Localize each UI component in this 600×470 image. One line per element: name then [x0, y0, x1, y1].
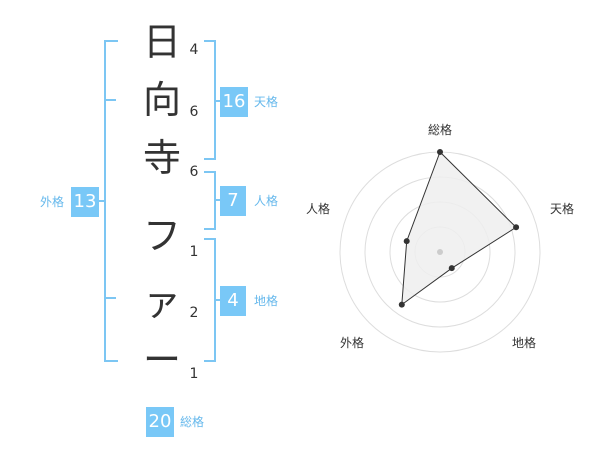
- stroke-count-2: 6: [189, 104, 199, 120]
- gaikaku-bracket-connector: [97, 200, 105, 202]
- gaikaku-bracket-tick-2: [104, 297, 116, 299]
- radar-label-tenkaku: 天格: [550, 201, 574, 216]
- jinkaku-label: 人格: [254, 194, 279, 208]
- gaikaku-bracket: [104, 40, 118, 362]
- radar-points: [398, 149, 520, 308]
- radar-point-2: [513, 224, 520, 231]
- radar-label-chikaku: 地格: [512, 335, 536, 350]
- chikaku-bracket-connector: [215, 299, 221, 301]
- soukaku-badge: 20: [146, 407, 174, 437]
- soukaku-label: 総格: [180, 415, 205, 429]
- name-char-6: ー: [142, 338, 181, 382]
- tenkaku-label: 天格: [254, 95, 279, 109]
- stroke-count-4: 1: [189, 244, 199, 260]
- radar-center-dot: [437, 249, 443, 255]
- stroke-count-3: 6: [189, 164, 199, 180]
- jinkaku-badge: 7: [220, 186, 246, 216]
- radar-point-4: [398, 301, 405, 308]
- radar-point-1: [437, 149, 443, 155]
- tenkaku-bracket-connector: [215, 100, 221, 102]
- tenkaku-badge: 16: [220, 87, 248, 117]
- radar-point-5: [403, 238, 410, 245]
- radar-label-jinkaku: 人格: [306, 201, 330, 216]
- radar-label-gaikaku: 外格: [340, 335, 364, 350]
- name-char-4: フ: [142, 214, 181, 258]
- stroke-count-1: 4: [189, 42, 199, 58]
- stroke-count-5: 2: [189, 305, 199, 321]
- chikaku-badge: 4: [220, 286, 246, 316]
- gaikaku-label: 外格: [40, 195, 65, 209]
- jinkaku-bracket-connector: [215, 199, 221, 201]
- stroke-count-6: 1: [189, 366, 199, 382]
- radar-axis-labels: 総格 天格 地格 外格 人格: [306, 122, 574, 350]
- name-char-3: 寺: [142, 136, 181, 180]
- gaikaku-badge: 13: [71, 187, 99, 217]
- name-char-1: 日: [142, 20, 181, 64]
- gaikaku-bracket-tick-1: [104, 99, 116, 101]
- chikaku-label: 地格: [254, 294, 279, 308]
- radar-data-area: [401, 151, 517, 306]
- name-char-2: 向: [142, 78, 181, 122]
- name-char-5: ァ: [142, 280, 181, 324]
- radar-point-3: [448, 265, 455, 272]
- radar-label-soukaku: 総格: [428, 122, 452, 137]
